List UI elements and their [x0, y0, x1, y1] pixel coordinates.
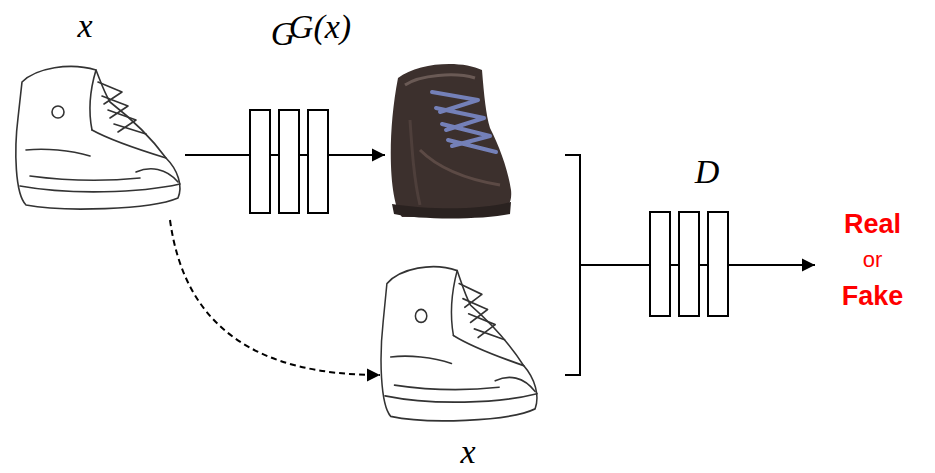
math-label: G(x) — [270, 8, 370, 46]
connector-word: or — [863, 245, 883, 275]
layer-rect — [279, 110, 299, 213]
layer-rect — [650, 212, 670, 316]
arrow-head — [802, 259, 815, 272]
layer-rect — [308, 110, 328, 213]
arrow-head — [372, 149, 385, 162]
verdict-label: Real — [844, 207, 901, 241]
shoe-sketch — [16, 66, 180, 209]
discriminator-block: D — [645, 210, 740, 320]
arrow-head — [367, 369, 380, 382]
sketch-input: x — [5, 55, 185, 220]
bracket-connector — [565, 155, 645, 265]
flow-arrow — [170, 220, 380, 375]
boot-photo — [391, 64, 511, 219]
sketch-copy: x — [380, 250, 565, 430]
layer-rect — [679, 212, 699, 316]
generated-image: G(x) — [385, 55, 565, 220]
math-label: x — [5, 7, 165, 45]
math-label: x — [418, 433, 518, 471]
output-label: Real orFake — [815, 185, 930, 335]
flow-arrow — [185, 154, 245, 156]
layer-stack — [245, 100, 335, 210]
layer-stack — [645, 210, 740, 320]
shoe-sketch — [381, 267, 537, 421]
math-label: D — [667, 153, 747, 191]
layer-rect — [708, 212, 728, 316]
label-stack: Real orFake — [815, 185, 930, 335]
layer-rect — [250, 110, 270, 213]
bracket-connector — [565, 265, 645, 375]
verdict-label: Fake — [842, 279, 904, 313]
generator-block: G — [245, 100, 335, 210]
